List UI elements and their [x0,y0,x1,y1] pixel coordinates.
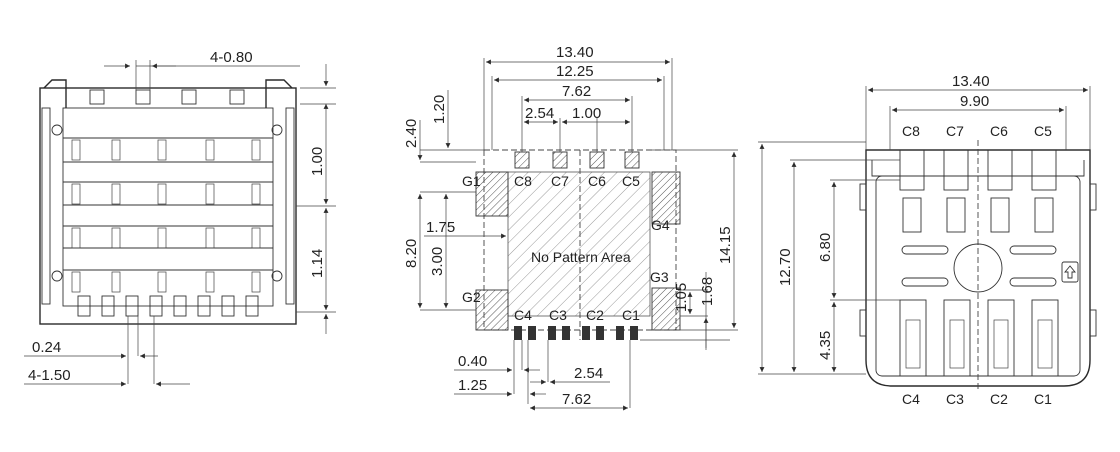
label-top-c7: C7 [946,123,964,139]
insertion-arrow-icon [1061,261,1079,283]
label-top-c8: C8 [902,123,920,139]
footprint-bottom-pads [514,326,638,340]
dim-side-h1: 1.00 [309,147,326,176]
label-g1: G1 [462,173,481,189]
dim-fp-2-54-top: 2.54 [525,105,554,122]
side-tab-tr [265,79,293,108]
label-fp-c8: C8 [514,173,532,189]
label-top-c5: C5 [1034,123,1052,139]
dim-top-w-outer: 13.40 [952,73,990,90]
label-g2: G2 [462,289,481,305]
footprint-view: No Pattern Area G1 G2 G3 G4 C8 C7 C6 C5 … [403,44,738,411]
top-view: C8 C7 C6 C5 C4 C3 C2 C1 13.40 9.90 12.70… [758,73,1097,407]
label-fp-c2: C2 [586,307,604,323]
label-g3: G3 [650,269,669,285]
dim-top-h-4-35: 4.35 [817,331,834,360]
ground-pad-g2 [475,289,509,331]
side-tab-tl [43,79,67,108]
top-contacts-lower [899,299,1059,377]
dim-fp-w-pins: 7.62 [562,83,591,100]
ground-pad-g1 [475,171,509,217]
dim-fp-2-54-bot: 2.54 [574,365,603,382]
label-fp-c4: C4 [514,307,532,323]
dim-side-top-pitch: 4-0.80 [210,49,253,66]
ground-pad-g3 [651,287,681,331]
side-top-pins [89,89,245,105]
label-top-c3: C3 [946,391,964,407]
side-rail-left [41,107,51,305]
side-rail-right [285,107,295,305]
dim-top-h-total: 12.70 [777,248,794,286]
dim-top-w-inner: 9.90 [960,93,989,110]
label-fp-c3: C3 [549,307,567,323]
dim-fp-1-68: 1.68 [699,277,716,306]
dim-fp-w-outer: 13.40 [556,44,594,61]
dim-fp-2-40: 2.40 [403,119,420,148]
label-top-c4: C4 [902,391,920,407]
no-pattern-area [507,171,651,317]
label-top-c2: C2 [990,391,1008,407]
dim-side-pitch: 4-1.50 [28,367,71,384]
label-top-c1: C1 [1034,391,1052,407]
label-no-pattern-area: No Pattern Area [531,249,631,265]
dim-fp-3-00: 3.00 [429,247,446,276]
dim-fp-1-25: 1.25 [458,377,487,394]
ground-pad-g4 [651,171,681,225]
dim-top-h-6-80: 6.80 [817,233,834,262]
top-center-hole [953,243,1003,293]
dim-side-lead-width: 0.24 [32,339,61,356]
side-inner-frame [62,107,274,307]
footprint-top-pads [514,151,640,169]
label-fp-c7: C7 [551,173,569,189]
side-view: 4-0.80 1.00 1.14 0.24 4-1.50 [24,49,336,387]
label-top-c6: C6 [990,123,1008,139]
dim-fp-w-mid: 12.25 [556,63,594,80]
label-fp-c5: C5 [622,173,640,189]
top-body-outline [865,149,1091,387]
dim-fp-1-00: 1.00 [572,105,601,122]
top-slots [901,245,1057,287]
label-g4: G4 [651,217,670,233]
side-bottom-leads [77,295,259,317]
dim-fp-1-75: 1.75 [426,219,455,236]
dim-fp-8-20: 8.20 [403,239,420,268]
dim-fp-14-15: 14.15 [717,226,734,264]
label-fp-c1: C1 [622,307,640,323]
top-contacts-upper [899,149,1057,233]
side-contact-slots [71,139,261,293]
dim-fp-0-40: 0.40 [458,353,487,370]
dim-side-h2: 1.14 [309,249,326,278]
dim-fp-1-20: 1.20 [431,95,448,124]
label-fp-c6: C6 [588,173,606,189]
dim-fp-7-62-bot: 7.62 [562,391,591,408]
dim-fp-1-05: 1.05 [673,283,690,312]
side-body-outline [39,87,297,325]
